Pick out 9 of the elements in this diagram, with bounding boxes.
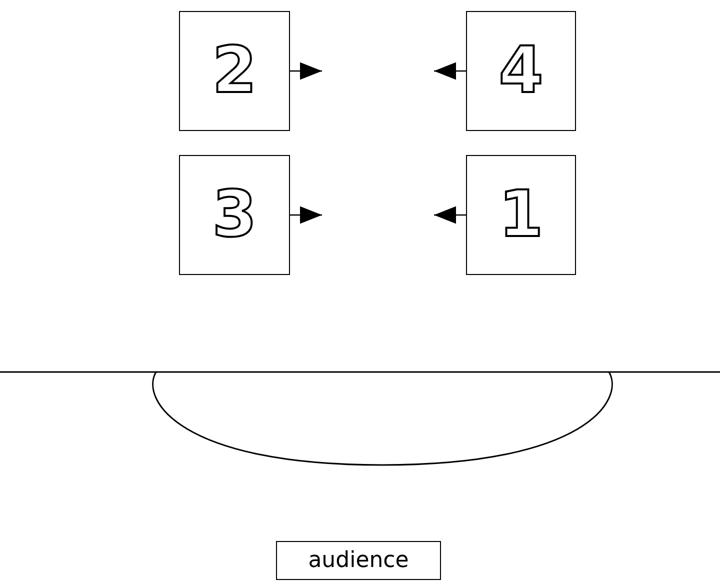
arrow xyxy=(290,206,322,224)
number-card: 3 xyxy=(179,155,290,275)
arrow xyxy=(290,62,322,80)
number-card: 4 xyxy=(466,11,576,131)
number-card: 2 xyxy=(179,11,290,131)
arrow xyxy=(434,62,466,80)
number-card: 1 xyxy=(466,155,576,275)
label-box: audience xyxy=(276,541,441,580)
arrow xyxy=(434,206,466,224)
